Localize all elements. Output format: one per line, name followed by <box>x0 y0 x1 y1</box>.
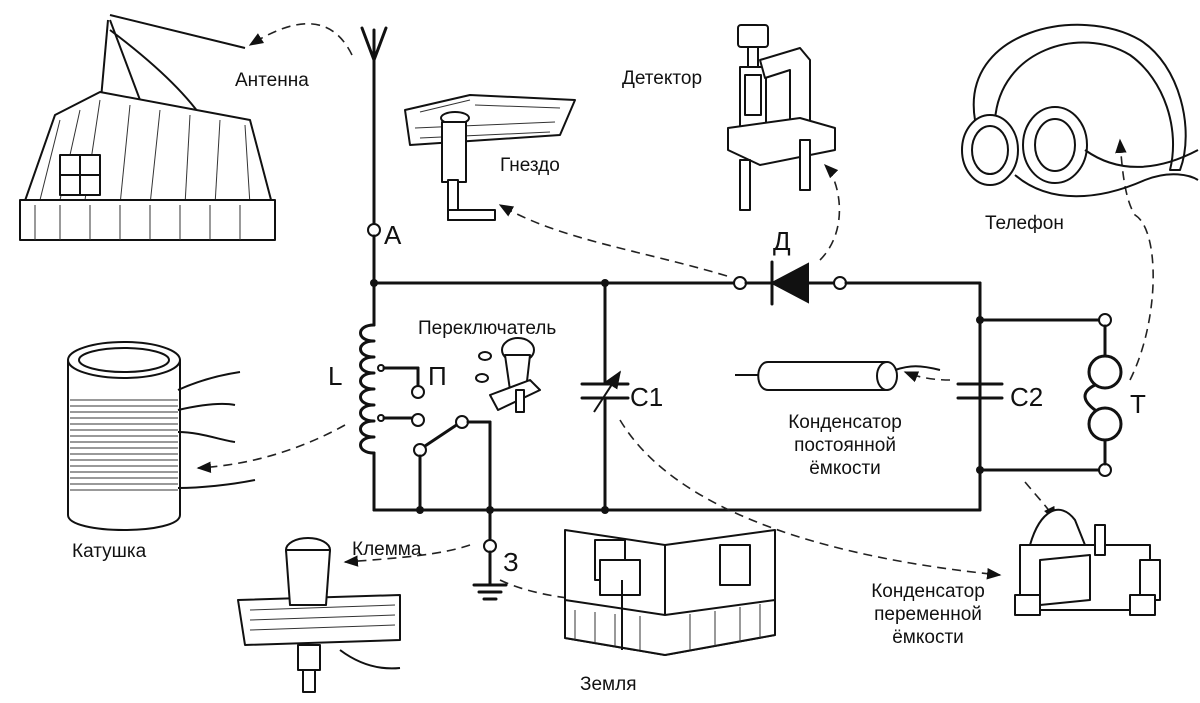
variable-capacitor-illustration <box>1014 508 1161 616</box>
label-fixed-cap-line-2: постоянной <box>794 435 896 456</box>
dashed-pointers <box>196 22 1154 601</box>
switch-symbol <box>382 366 492 512</box>
symbol-d: Д <box>773 226 791 256</box>
label-var-cap-line-3: ёмкости <box>892 627 964 648</box>
switch-illustration <box>475 337 541 413</box>
symbol-p: П <box>428 361 447 391</box>
c2-symbol <box>956 382 1004 400</box>
label-fixed-cap-line-3: ёмкости <box>809 458 881 479</box>
label-terminal: Клемма <box>352 539 422 560</box>
label-fixed-cap-line-1: Конденсатор <box>788 412 902 433</box>
symbol-t: Т <box>1130 389 1146 419</box>
symbol-c2: С2 <box>1010 382 1043 412</box>
phone-symbol <box>978 313 1123 477</box>
label-socket: Гнездо <box>500 155 560 176</box>
symbol-c1: С1 <box>630 382 663 412</box>
label-coil: Катушка <box>72 541 147 562</box>
labels: Антенна Гнездо Детектор Телефон Переключ… <box>72 68 1146 695</box>
label-switch: Переключатель <box>418 318 556 339</box>
socket-illustration <box>404 94 576 221</box>
label-ground: Земля <box>580 674 636 695</box>
coil-illustration <box>67 341 256 531</box>
detector-terminal-left <box>733 276 747 290</box>
symbol-z: З <box>503 547 519 577</box>
symbol-a: А <box>384 220 402 250</box>
detector-terminal-right <box>833 276 847 290</box>
coil-symbol <box>359 323 385 455</box>
c1-symbol <box>580 281 630 512</box>
antenna-symbol <box>360 26 388 285</box>
building-illustration <box>564 529 776 656</box>
diode-symbol <box>744 260 836 306</box>
house-illustration <box>19 14 276 241</box>
detector-illustration <box>727 24 836 211</box>
terminal-illustration <box>237 537 401 693</box>
fixed-capacitor-illustration <box>735 361 941 391</box>
label-var-cap-line-1: Конденсатор <box>871 581 985 602</box>
label-detector: Детектор <box>622 68 702 89</box>
headphones-illustration <box>961 23 1199 198</box>
label-var-cap-line-2: переменной <box>874 604 982 625</box>
label-antenna: Антенна <box>235 70 309 91</box>
label-phone: Телефон <box>985 213 1064 234</box>
ground-symbol <box>472 508 508 601</box>
symbol-l: L <box>328 361 342 391</box>
circuit-schematic <box>359 26 1123 601</box>
